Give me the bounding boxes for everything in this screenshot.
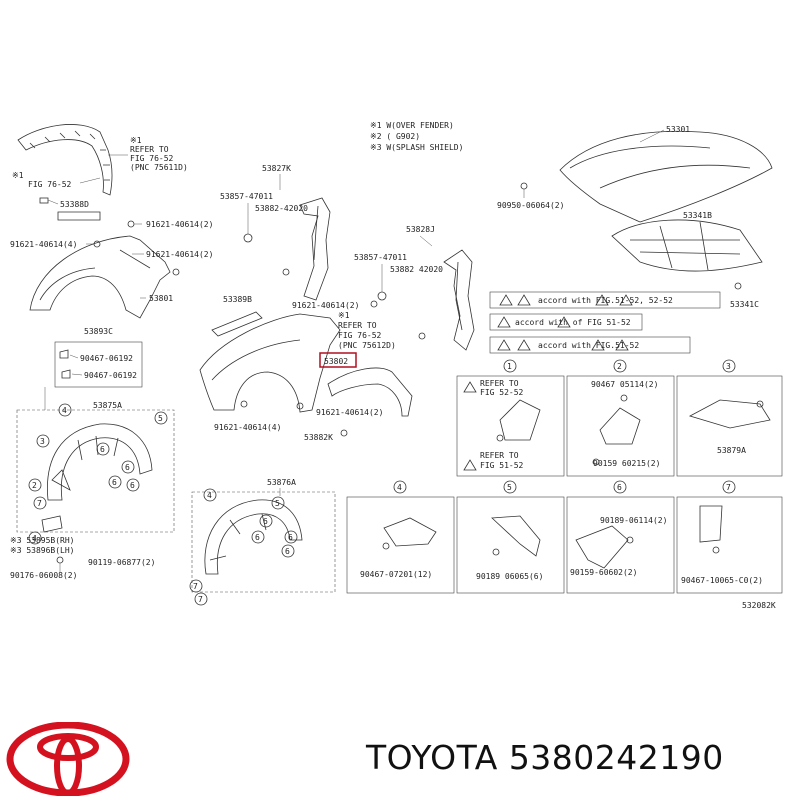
label-91621-4: 91621-40614(4) — [10, 240, 77, 249]
svg-text:2: 2 — [32, 481, 37, 490]
label-90119: 90119-06877(2) — [88, 558, 155, 567]
label-53341c: 53341C — [730, 300, 759, 309]
label-53388d: 53388D — [60, 200, 89, 209]
svg-text:6: 6 — [130, 481, 135, 490]
box3-label: 53879A — [717, 446, 746, 455]
svg-text:6: 6 — [255, 533, 260, 542]
detail-row-1: 1 REFER TO FIG 52-52 REFER TO FIG 51-52 … — [456, 359, 783, 477]
rear-liner: 53876A — [191, 478, 336, 593]
box2-label-b: 90159 60215(2) — [593, 459, 660, 468]
label-53882k: 53882K — [304, 433, 333, 442]
ref-left-1: ※1 — [12, 171, 24, 180]
label-53896b: ※3 53896B(LH) — [10, 546, 75, 555]
mid-ref-2: REFER TO — [338, 321, 377, 330]
note-3: ※3 W(SPLASH SHIELD) — [370, 143, 463, 152]
warning-1: accord with FIG.51-52, 52-52 — [538, 296, 673, 305]
warning-labels: accord with FIG.51-52, 52-52 accord with… — [489, 291, 721, 354]
box6-label-a: 90189-06114(2) — [600, 516, 667, 525]
label-53876a: 53876A — [267, 478, 296, 487]
callout-2: 2 — [617, 362, 622, 371]
box6-label-b: 90159-60602(2) — [570, 568, 637, 577]
ref-line-4: (PNC 75611D) — [130, 163, 188, 172]
box2-label-a: 90467 05114(2) — [591, 380, 658, 389]
label-53802: 53802 — [324, 357, 348, 366]
callout-3: 3 — [726, 362, 731, 371]
svg-text:6: 6 — [288, 533, 293, 542]
svg-text:6: 6 — [112, 478, 117, 487]
note-2: ※2 ( G902) — [370, 132, 420, 141]
detail-row-2: 4 90467-07201(12) 5 90189 06065(6) 6 901… — [346, 480, 783, 594]
svg-text:5: 5 — [158, 414, 163, 423]
label-53389b: 53389B — [223, 295, 252, 304]
svg-text:6: 6 — [263, 517, 268, 526]
callout-1: 1 — [507, 362, 512, 371]
svg-text:4: 4 — [32, 534, 37, 543]
label-53827k: 53827K — [262, 164, 291, 173]
box5-label: 90189 06065(6) — [476, 572, 543, 581]
note-1: ※1 W(OVER FENDER) — [370, 121, 454, 130]
box1-ref-b1: REFER TO — [480, 451, 519, 460]
hood: 53301 90950-06064(2) 53341B 53341C — [497, 125, 773, 309]
label-90467a: 90467-06192 — [80, 354, 133, 363]
assembly-callouts: 4 5 3 6 6 2 7 6 6 4 4 5 6 6 6 6 7 7 — [28, 403, 298, 606]
box1-ref-a1: REFER TO — [480, 379, 519, 388]
mid-ref-4: (PNC 75612D) — [338, 341, 396, 350]
callout-5: 5 — [507, 483, 512, 492]
label-53801: 53801 — [149, 294, 173, 303]
label-53875a: 53875A — [93, 401, 122, 410]
svg-text:4: 4 — [207, 491, 212, 500]
middle-fender: 53827K 53857-47011 53882-42020 53389B 91… — [199, 164, 413, 442]
svg-text:5: 5 — [275, 499, 280, 508]
box1-ref-a2: FIG 52-52 — [480, 388, 524, 397]
ref-line-1: ※1 — [130, 136, 142, 145]
label-53882a: 53882-42020 — [255, 204, 308, 213]
label-53828j: 53828J — [406, 225, 435, 234]
callout-6: 6 — [617, 483, 622, 492]
label-53301: 53301 — [666, 125, 690, 134]
box7-label: 90467-10065-C0(2) — [681, 576, 763, 585]
left-fender-assembly: 53388D 91621-40614(4) 91621-40614(2) 916… — [10, 197, 213, 580]
highlight-53802-box — [319, 352, 357, 368]
label-90176: 90176-06008(2) — [10, 571, 77, 580]
label-53893c: 53893C — [84, 327, 113, 336]
label-90467b: 90467-06192 — [84, 371, 137, 380]
label-91621-2c: 91621-40614(2) — [292, 301, 359, 310]
mid-ref-1: ※1 — [338, 311, 350, 320]
callout-7: 7 — [726, 483, 731, 492]
left-over-fender: ※1 REFER TO FIG 76-52 (PNC 75611D) ※1 FI… — [12, 124, 188, 196]
callout-4: 4 — [397, 483, 402, 492]
warning-2: accord with of FIG 51-52 — [515, 318, 631, 327]
right-apron: 53828J 53857-47011 53882 42020 — [354, 225, 475, 351]
legend-notes: ※1 W(OVER FENDER) ※2 ( G902) ※3 W(SPLASH… — [370, 121, 463, 152]
svg-text:6: 6 — [125, 463, 130, 472]
brand-part-number: TOYOTA 5380242190 — [366, 738, 724, 777]
label-91621-2a: 91621-40614(2) — [146, 220, 213, 229]
label-91621-2b: 91621-40614(2) — [146, 250, 213, 259]
label-91621-2d: 91621-40614(2) — [316, 408, 383, 417]
box1-ref-b2: FIG 51-52 — [480, 461, 524, 470]
figure-code: 532082K — [742, 601, 776, 610]
svg-text:7: 7 — [37, 499, 42, 508]
svg-text:6: 6 — [285, 547, 290, 556]
svg-text:7: 7 — [193, 582, 198, 591]
svg-text:4: 4 — [62, 406, 67, 415]
ref-left-2: FIG 76-52 — [28, 180, 72, 189]
label-53895b: ※3 53895B(RH) — [10, 536, 75, 545]
ref-line-2: REFER TO — [130, 145, 169, 154]
toyota-logo-icon — [6, 722, 130, 796]
label-53882b: 53882 42020 — [390, 265, 443, 274]
label-90950: 90950-06064(2) — [497, 201, 564, 210]
svg-text:6: 6 — [100, 445, 105, 454]
mid-ref-3: FIG 76-52 — [338, 331, 382, 340]
box4-label: 90467-07201(12) — [360, 570, 432, 579]
label-91621-4b: 91621-40614(4) — [214, 423, 281, 432]
label-53341b: 53341B — [683, 211, 712, 220]
svg-text:7: 7 — [198, 595, 203, 604]
warning-3: accord with FIG.51-52 — [538, 341, 639, 350]
ref-line-3: FIG 76-52 — [130, 154, 174, 163]
label-53857a: 53857-47011 — [220, 192, 273, 201]
svg-text:3: 3 — [40, 437, 45, 446]
label-53857b: 53857-47011 — [354, 253, 407, 262]
